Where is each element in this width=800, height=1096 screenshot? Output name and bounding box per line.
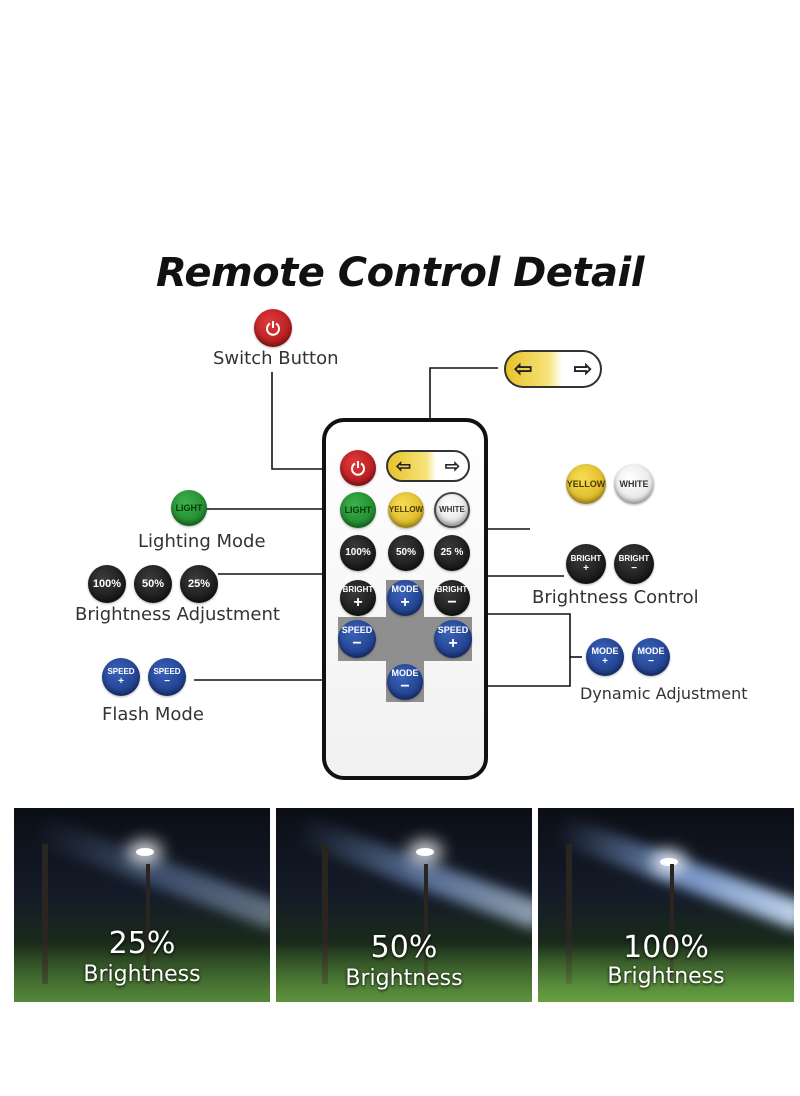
bright-minus-legend: BRIGHT− (614, 544, 654, 584)
brightness-photo-100: 100% Brightness (538, 808, 794, 1002)
brightness-adjustment-label: Brightness Adjustment (75, 604, 280, 625)
right-arrow-icon: ⇨ (444, 455, 460, 476)
tree (670, 864, 674, 984)
remote-speed-plus-button[interactable]: SPEED+ (434, 620, 472, 658)
tree (146, 864, 150, 984)
lamp (416, 848, 434, 856)
photo-caption: Brightness (607, 964, 725, 989)
remote-100-button[interactable]: 100% (340, 535, 376, 571)
photo-percent: 25% (108, 926, 176, 961)
tree (566, 844, 572, 984)
50-legend: 50% (134, 565, 172, 603)
remote-speed-minus-button[interactable]: SPEED− (338, 620, 376, 658)
brightness-photo-50: 50% Brightness (276, 808, 532, 1002)
photo-percent: 50% (370, 930, 438, 965)
flash-mode-label: Flash Mode (102, 704, 204, 725)
remote-mode-minus-button[interactable]: MODE− (387, 664, 423, 700)
remote-white-button[interactable]: WHITE (434, 492, 470, 528)
tree (322, 844, 328, 984)
page-title: Remote Control Detail (156, 250, 644, 296)
switch-button-label: Switch Button (213, 348, 339, 369)
25-legend: 25% (180, 565, 218, 603)
white-legend: WHITE (614, 464, 654, 504)
remote-50-button[interactable]: 50% (388, 535, 424, 571)
photo-caption: Brightness (345, 966, 463, 991)
tree (42, 844, 48, 984)
switch-button-icon-legend (254, 309, 292, 347)
remote-direction-button[interactable]: ⇦ ⇨ (386, 450, 470, 482)
remote-bright-minus-button[interactable]: BRIGHT− (434, 580, 470, 616)
tree (424, 864, 428, 984)
mode-plus-legend: MODE+ (586, 638, 624, 676)
100-legend: 100% (88, 565, 126, 603)
speed-minus-legend: SPEED− (148, 658, 186, 696)
lamp (136, 848, 154, 856)
photo-caption: Brightness (83, 962, 201, 987)
yellow-legend: YELLOW (566, 464, 606, 504)
mode-minus-legend: MODE− (632, 638, 670, 676)
remote-25-button[interactable]: 25 % (434, 535, 470, 571)
remote-mode-plus-button[interactable]: MODE+ (387, 580, 423, 616)
grass (276, 942, 532, 1002)
grass (538, 942, 794, 1002)
dynamic-adjustment-label: Dynamic Adjustment (580, 684, 748, 703)
left-arrow-icon: ⇦ (514, 356, 533, 381)
lamp (660, 858, 678, 866)
speed-plus-legend: SPEED+ (102, 658, 140, 696)
remote-light-button[interactable]: LIGHT (340, 492, 376, 528)
lighting-mode-label: Lighting Mode (138, 531, 266, 552)
brightness-control-label: Brightness Control (532, 587, 699, 608)
photo-percent: 100% (623, 930, 709, 965)
bright-plus-legend: BRIGHT+ (566, 544, 606, 584)
brightness-photo-25: 25% Brightness (14, 808, 270, 1002)
grass (14, 942, 270, 1002)
remote-yellow-button[interactable]: YELLOW (388, 492, 424, 528)
remote-bright-plus-button[interactable]: BRIGHT+ (340, 580, 376, 616)
left-arrow-icon: ⇦ (396, 455, 412, 476)
power-icon (350, 460, 366, 476)
light-legend: LIGHT (171, 490, 207, 526)
remote-power-button[interactable] (340, 450, 376, 486)
direction-pill-legend: ⇦ ⇨ (504, 350, 602, 388)
power-icon (265, 320, 281, 336)
right-arrow-icon: ⇨ (573, 356, 592, 381)
